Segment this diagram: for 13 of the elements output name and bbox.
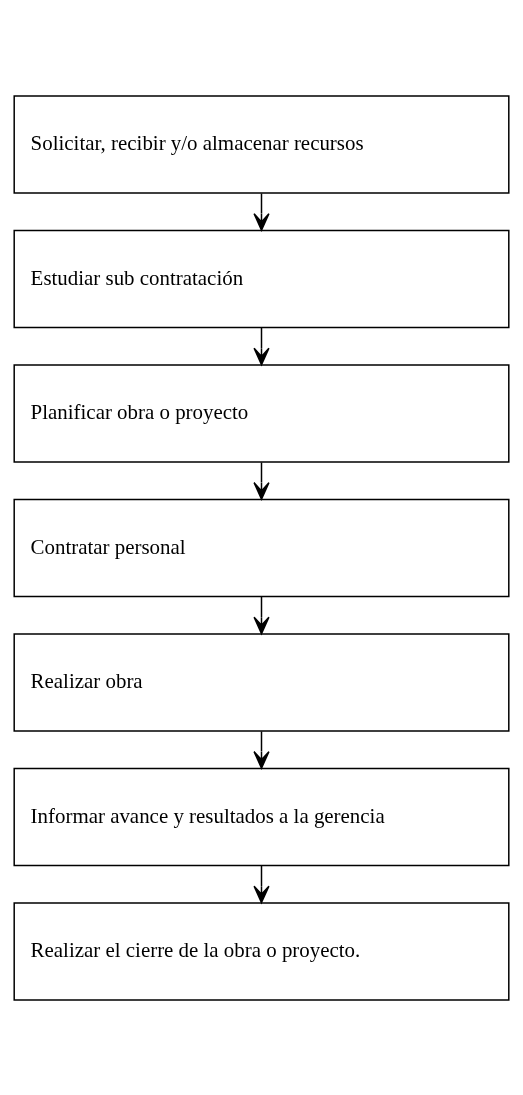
node-box: Estudiar sub contratación bbox=[13, 229, 510, 328]
node-box: Contratar personal bbox=[13, 498, 510, 597]
node-box: Planificar obra o proyecto bbox=[13, 363, 510, 463]
arrow bbox=[253, 864, 270, 903]
arrow bbox=[253, 326, 270, 365]
node-box: Solicitar, recibir y/o almacenar recursos bbox=[13, 94, 510, 194]
arrow bbox=[253, 730, 270, 769]
node-box: Realizar el cierre de la obra o proyecto. bbox=[13, 901, 510, 1001]
arrow bbox=[253, 192, 270, 231]
arrow bbox=[253, 461, 270, 500]
arrow bbox=[253, 595, 270, 634]
node-box: Informar avance y resultados a la gerencia bbox=[13, 767, 510, 866]
node-box: Realizar obra bbox=[13, 632, 510, 732]
